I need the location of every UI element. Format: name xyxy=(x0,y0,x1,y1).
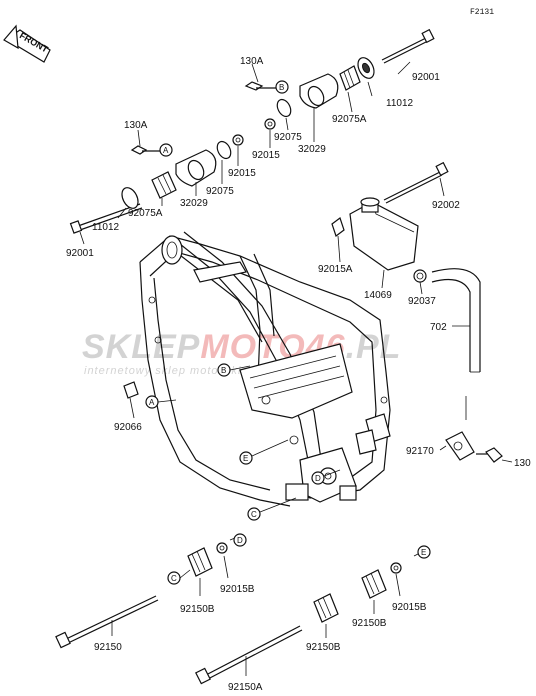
svg-text:E: E xyxy=(243,454,248,463)
label-92015b-right: 92015B xyxy=(392,602,427,613)
label-92002: 92002 xyxy=(432,200,460,211)
label-92001-left: 92001 xyxy=(66,248,94,259)
ref-a-left-top: A xyxy=(159,143,173,157)
left-mount-assembly xyxy=(69,129,244,245)
lower-engine-bolts xyxy=(55,535,423,685)
label-92150a: 92150A xyxy=(228,682,263,693)
label-11012-left: 11012 xyxy=(92,222,120,233)
label-92075a-left: 92075A xyxy=(128,208,163,219)
label-92037: 92037 xyxy=(408,296,436,307)
ref-e-lower: E xyxy=(417,545,431,559)
svg-text:SKLEPMOTO46.PL: SKLEPMOTO46.PL xyxy=(82,328,401,366)
svg-text:D: D xyxy=(315,474,321,483)
top-right-mount-assembly xyxy=(244,28,435,148)
label-92001-top: 92001 xyxy=(412,72,440,83)
label-11012-top: 11012 xyxy=(386,98,414,109)
ref-a-frame: A xyxy=(145,395,159,409)
label-32029-left: 32029 xyxy=(180,198,208,209)
label-92015b-left: 92015B xyxy=(220,584,255,595)
ref-c-lower: C xyxy=(167,571,181,585)
label-92150b-right: 92150B xyxy=(352,618,387,629)
label-92170: 92170 xyxy=(406,446,434,457)
ref-b-top: B xyxy=(275,80,289,94)
svg-text:E: E xyxy=(421,548,426,557)
svg-text:B: B xyxy=(221,366,226,375)
label-92075-left: 92075 xyxy=(206,186,234,197)
bracket-92170 xyxy=(439,396,513,463)
ref-c-frame: C xyxy=(247,507,261,521)
diagram-code: F2131 xyxy=(470,8,494,17)
label-92015a: 92015A xyxy=(318,264,353,275)
motorcycle-frame xyxy=(123,231,391,507)
svg-text:C: C xyxy=(171,574,177,583)
part-labels: 92001 11012 92075A 130A 92075 92015 3202… xyxy=(66,56,531,693)
front-arrow-icon: FRONT xyxy=(3,24,51,63)
reservoir-assembly xyxy=(331,161,481,373)
label-92015-top: 92015 xyxy=(252,150,280,161)
ref-d-frame: D xyxy=(311,471,325,485)
label-92150b-left: 92150B xyxy=(180,604,215,615)
label-130a-left: 130A xyxy=(124,120,148,131)
label-92066: 92066 xyxy=(114,422,142,433)
svg-text:A: A xyxy=(149,398,155,407)
svg-text:D: D xyxy=(237,536,243,545)
label-130: 130 xyxy=(514,458,531,469)
label-32029-top: 32029 xyxy=(298,144,326,155)
svg-text:A: A xyxy=(163,146,169,155)
reference-markers: B A B A E D C D C E xyxy=(145,80,431,585)
label-130a-top: 130A xyxy=(240,56,264,67)
label-702: 702 xyxy=(430,322,447,333)
ref-b-frame: B xyxy=(217,363,231,377)
label-92150b-mid: 92150B xyxy=(306,642,341,653)
label-92015-left: 92015 xyxy=(228,168,256,179)
ref-d-lower: D xyxy=(233,533,247,547)
watermark-tagline: internetowy sklep motocyklowy xyxy=(84,365,265,377)
watermark-brand-grey-1: SKLEP xyxy=(82,328,200,366)
svg-text:C: C xyxy=(251,510,257,519)
label-92075a-top: 92075A xyxy=(332,114,367,125)
ref-e-frame: E xyxy=(239,451,253,465)
svg-text:B: B xyxy=(279,83,284,92)
label-14069: 14069 xyxy=(364,290,392,301)
label-92150: 92150 xyxy=(94,642,122,653)
label-92075-top: 92075 xyxy=(274,132,302,143)
